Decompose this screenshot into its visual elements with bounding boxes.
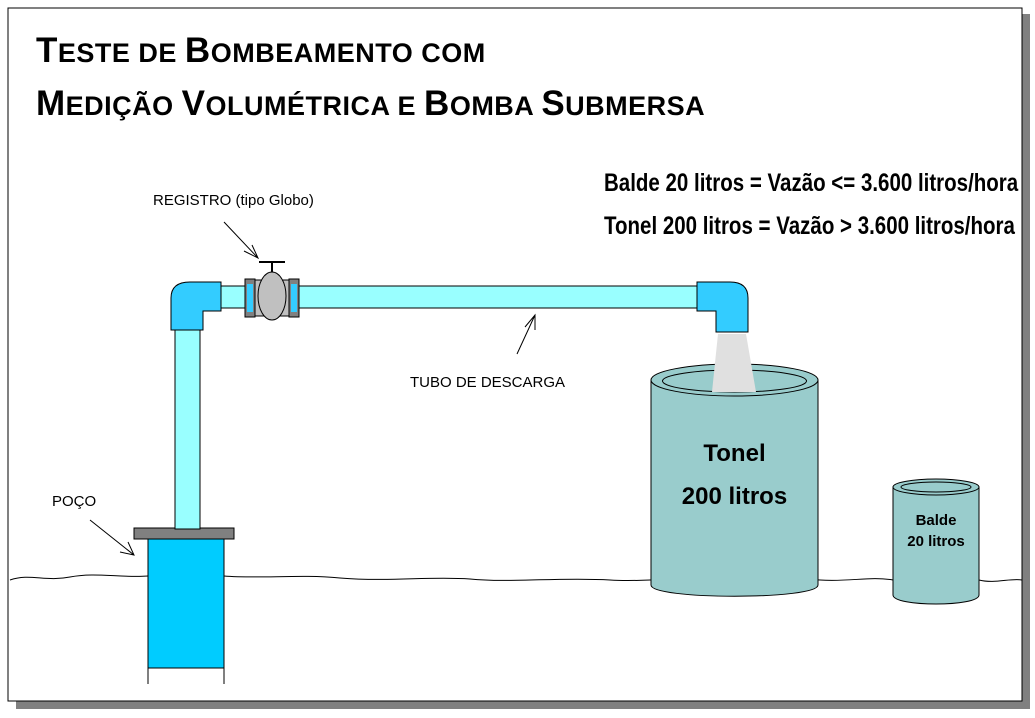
title-rest: ESTE DE bbox=[57, 38, 185, 68]
label-tubo: TUBO DE DESCARGA bbox=[410, 374, 566, 391]
title-rest: OLUMÉTRICA E bbox=[205, 91, 425, 121]
arrow-poco bbox=[89, 519, 135, 556]
valve-flange-right-inner bbox=[291, 284, 297, 312]
balde-label-name: Balde bbox=[915, 512, 957, 529]
label-registro: REGISTRO (tipo Globo) bbox=[153, 192, 314, 209]
title-line-1: TESTE DE BOMBEAMENTO COM bbox=[36, 31, 486, 71]
title-line-2: MEDIÇÃO VOLUMÉTRICA E BOMBA SUBMERSA bbox=[36, 84, 705, 124]
title-cap: T bbox=[36, 31, 58, 70]
title-rest: OMBA bbox=[449, 91, 542, 121]
pipe-segment-left bbox=[220, 285, 247, 309]
balde-label-capacity: 20 litros bbox=[907, 533, 965, 550]
title-cap: V bbox=[181, 84, 206, 123]
label-poco: POÇO bbox=[52, 493, 97, 510]
left-elbow bbox=[170, 281, 222, 331]
balde-opening bbox=[900, 481, 972, 493]
ground-line bbox=[9, 574, 1023, 582]
title-rest: OMBEAMENTO COM bbox=[210, 38, 486, 68]
title-rest: UBMERSA bbox=[565, 91, 706, 121]
title-rest: EDIÇÃO bbox=[65, 91, 182, 121]
right-elbow bbox=[696, 281, 749, 333]
discharge-pipe bbox=[298, 285, 698, 309]
title-cap: B bbox=[424, 84, 450, 123]
note-balde: Balde 20 litros = Vazão <= 3.600 litros/… bbox=[604, 169, 1019, 197]
title-cap: B bbox=[184, 31, 211, 70]
title-cap: M bbox=[36, 84, 66, 123]
tonel-body bbox=[650, 379, 819, 597]
well-cap bbox=[133, 527, 235, 540]
arrow-registro bbox=[223, 221, 260, 260]
well-casing bbox=[147, 537, 225, 669]
water-jet bbox=[712, 334, 756, 392]
riser-pipe bbox=[174, 317, 201, 530]
balde-body bbox=[892, 486, 980, 605]
valve-globe bbox=[257, 271, 287, 321]
valve-flange-left-inner bbox=[247, 284, 253, 312]
arrow-tubo bbox=[516, 313, 536, 355]
title-cap: S bbox=[541, 84, 566, 123]
note-tonel: Tonel 200 litros = Vazão > 3.600 litros/… bbox=[604, 212, 1015, 240]
tonel-label-name: Tonel bbox=[703, 440, 766, 467]
tonel-label-capacity: 200 litros bbox=[681, 483, 788, 510]
